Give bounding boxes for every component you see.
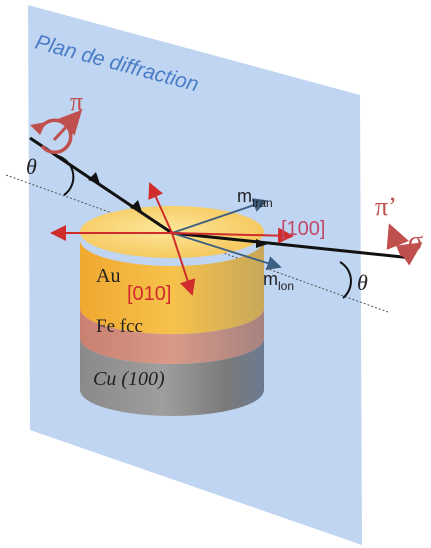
m-lon-vector: [171, 232, 282, 271]
reflected-beam: [171, 231, 413, 260]
incident-angle-arc: [57, 155, 75, 196]
axis-100-arrow: [171, 227, 294, 244]
reflected-beam-arrowhead: [256, 239, 268, 248]
axis-010-arrow: [171, 232, 196, 296]
layer-label-au: Au: [96, 265, 120, 287]
m-tran-vector: [171, 198, 268, 234]
incident-pol-arrow: [52, 109, 83, 142]
rotation-arrow-head-icon: [30, 122, 46, 135]
m-tran-label: mtran: [237, 186, 273, 210]
incident-pol-label: π: [70, 87, 83, 116]
axis-010-neg-arrow: [148, 182, 173, 234]
axis-010-label: [010]: [127, 283, 171, 305]
layer-label-cu: Cu (100): [93, 368, 165, 390]
outgoing-sigma-label: σ: [408, 226, 423, 257]
reflected-angle-label: θ: [357, 270, 368, 295]
layer-label-fe: Fe fcc: [96, 316, 143, 337]
incident-beam-arrowhead-2: [130, 200, 142, 212]
outgoing-sigma-arrow: [395, 242, 423, 266]
incident-beam-arrowhead-1: [88, 172, 100, 184]
outgoing-pi-label: π’: [375, 192, 397, 221]
incident-angle-label: θ: [26, 154, 37, 179]
m-lon-label: mlon: [263, 269, 294, 293]
axis-100-label: [100]: [281, 218, 325, 240]
reflected-angle-arc: [339, 261, 352, 299]
outgoing-pi-arrow: [386, 223, 409, 257]
